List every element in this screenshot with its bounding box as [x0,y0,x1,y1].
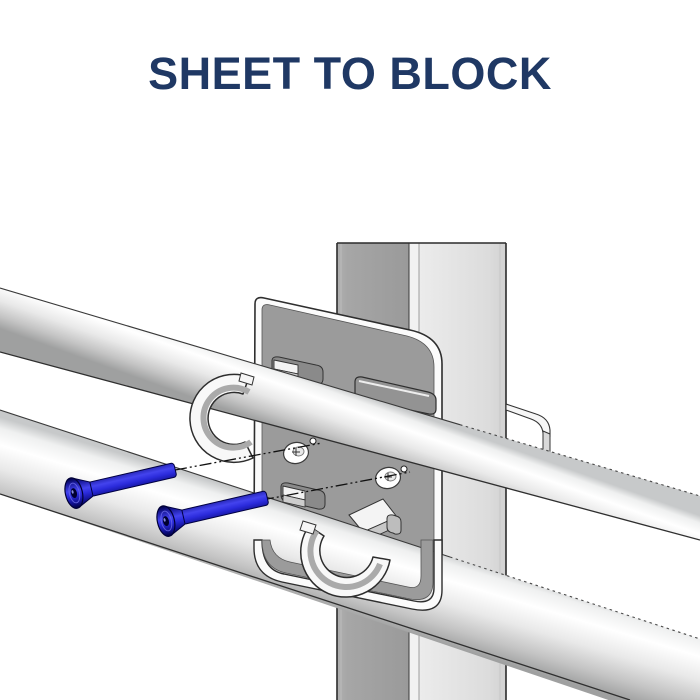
plate-bottom-rim [253,539,443,611]
centerlines [174,442,411,501]
flat-head-bolt-2 [156,490,269,537]
lower-tube [0,409,700,700]
flat-head-bolt-1 [64,462,177,509]
upper-tube [0,287,700,541]
lower-clip-tab [280,482,326,510]
lower-hook [299,520,391,598]
countersunk-hole-upper [282,441,310,465]
center-mark-upper [309,437,317,445]
upper-hook [189,372,255,464]
centerline-2 [261,471,411,501]
page-title: SHEET TO BLOCK [148,48,552,99]
countersunk-hole-lower [374,466,402,490]
center-mark-lower [400,465,408,473]
